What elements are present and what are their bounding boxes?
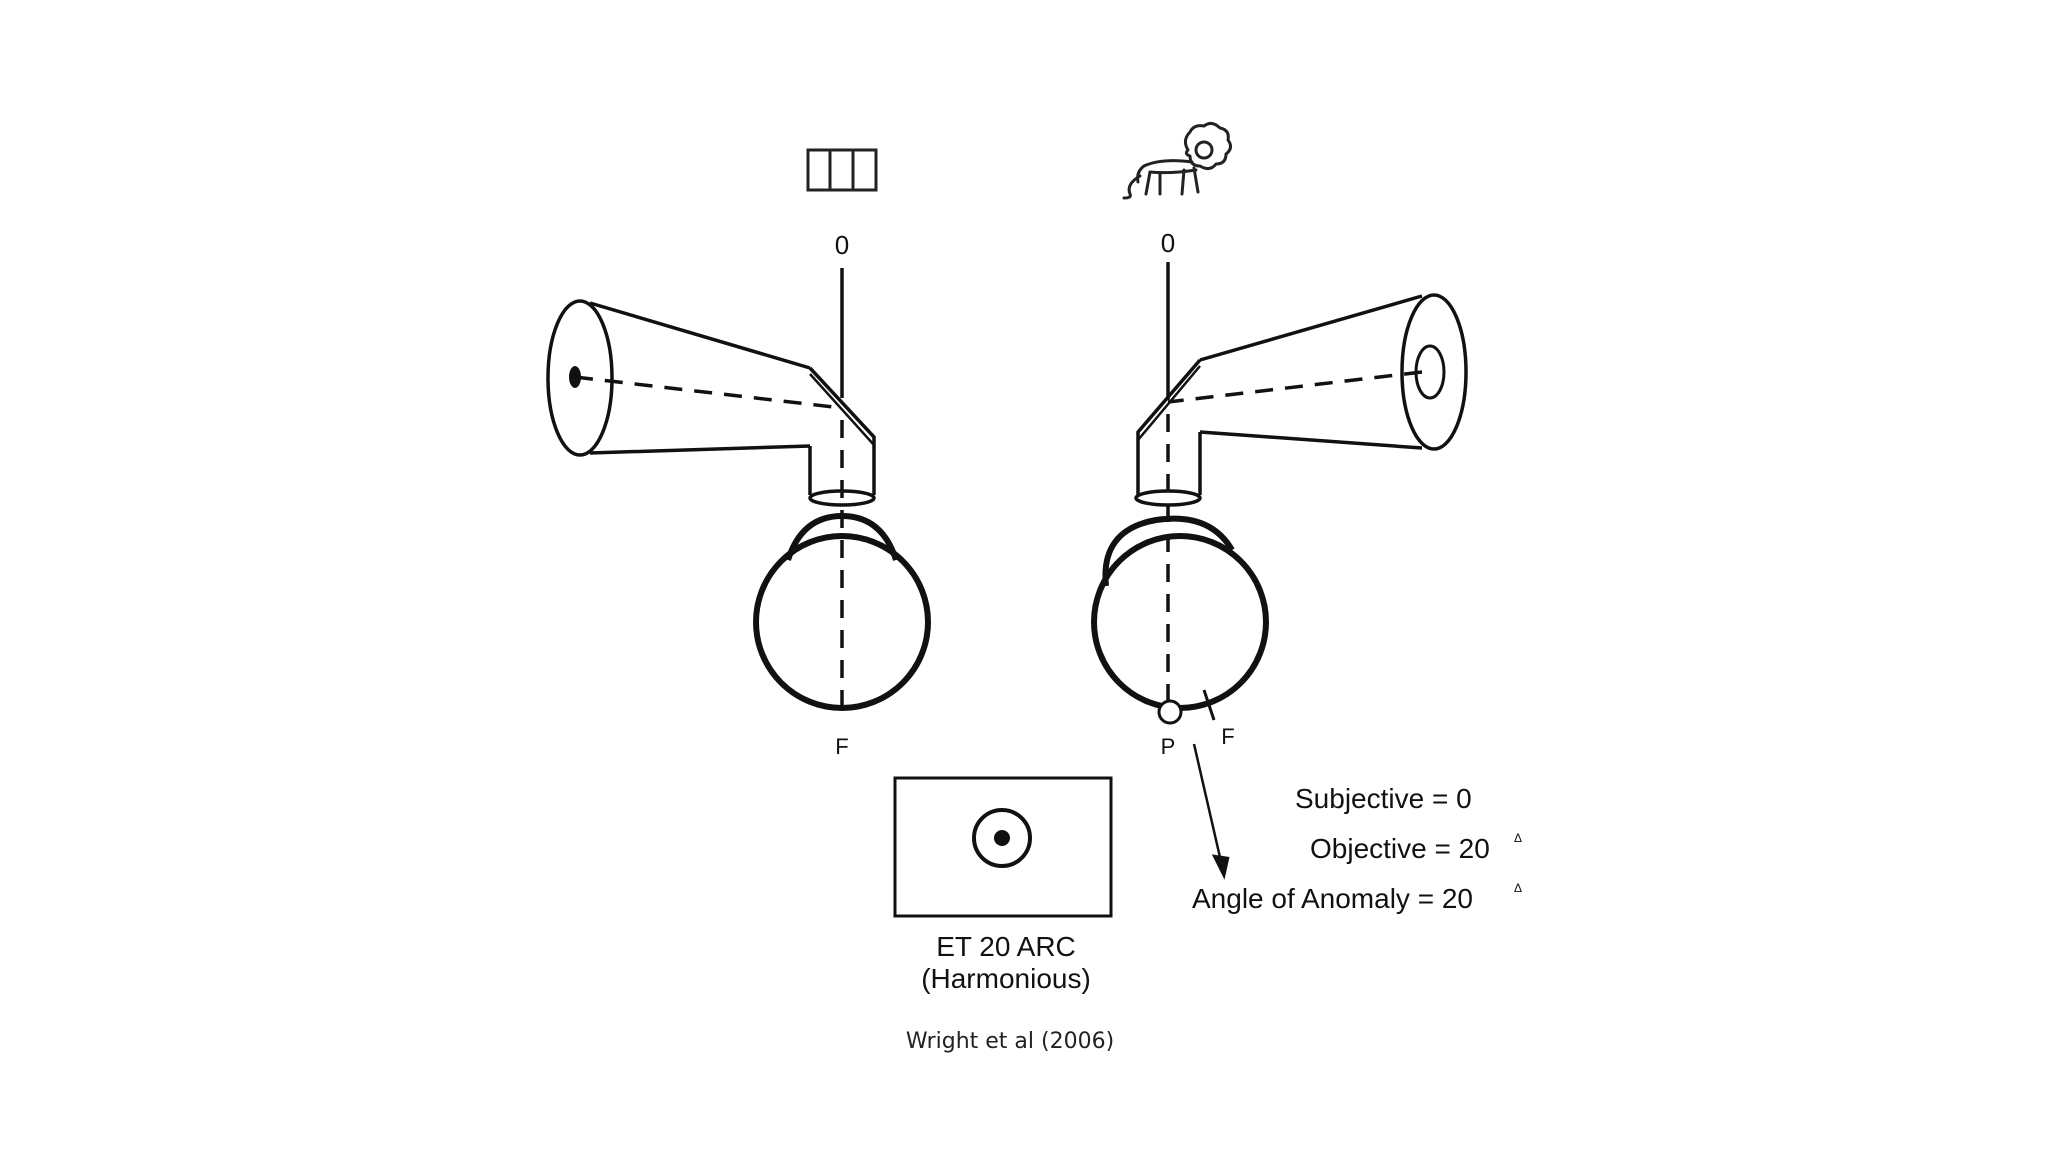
- source-credit: Wright et al (2006): [906, 1029, 1114, 1054]
- projection-arrow: [1192, 743, 1230, 880]
- lion-icon: [1122, 121, 1233, 200]
- objective-angle: Objective = 20: [1310, 833, 1490, 864]
- left-fovea-label: F: [835, 734, 848, 759]
- afterimage-box: [893, 776, 1113, 918]
- left-eyeball: [753, 512, 931, 711]
- left-synoptophore-tube: [546, 299, 876, 507]
- anomaly-angle: Angle of Anomaly = 20: [1192, 883, 1473, 914]
- anomaly-unit: Δ: [1514, 881, 1522, 895]
- cage-icon: [806, 148, 878, 192]
- afterimage-caption-line2: (Harmonious): [921, 963, 1091, 994]
- right-synoptophore-tube: [1134, 293, 1468, 507]
- right-fovea-label: F: [1221, 724, 1234, 749]
- right-point-label: P: [1161, 734, 1176, 759]
- left-zero-label: 0: [835, 230, 849, 260]
- afterimage-caption-line1: ET 20 ARC: [936, 931, 1076, 962]
- right-fovea-tick: [1202, 689, 1216, 721]
- point-p-marker: [1157, 699, 1183, 725]
- right-eyeball: [1091, 515, 1269, 711]
- left-optical-axis: [574, 375, 844, 720]
- objective-unit: Δ: [1514, 831, 1522, 845]
- right-optical-axis: [1166, 370, 1423, 700]
- subjective-angle: Subjective = 0: [1295, 783, 1472, 814]
- right-zero-label: 0: [1161, 228, 1175, 258]
